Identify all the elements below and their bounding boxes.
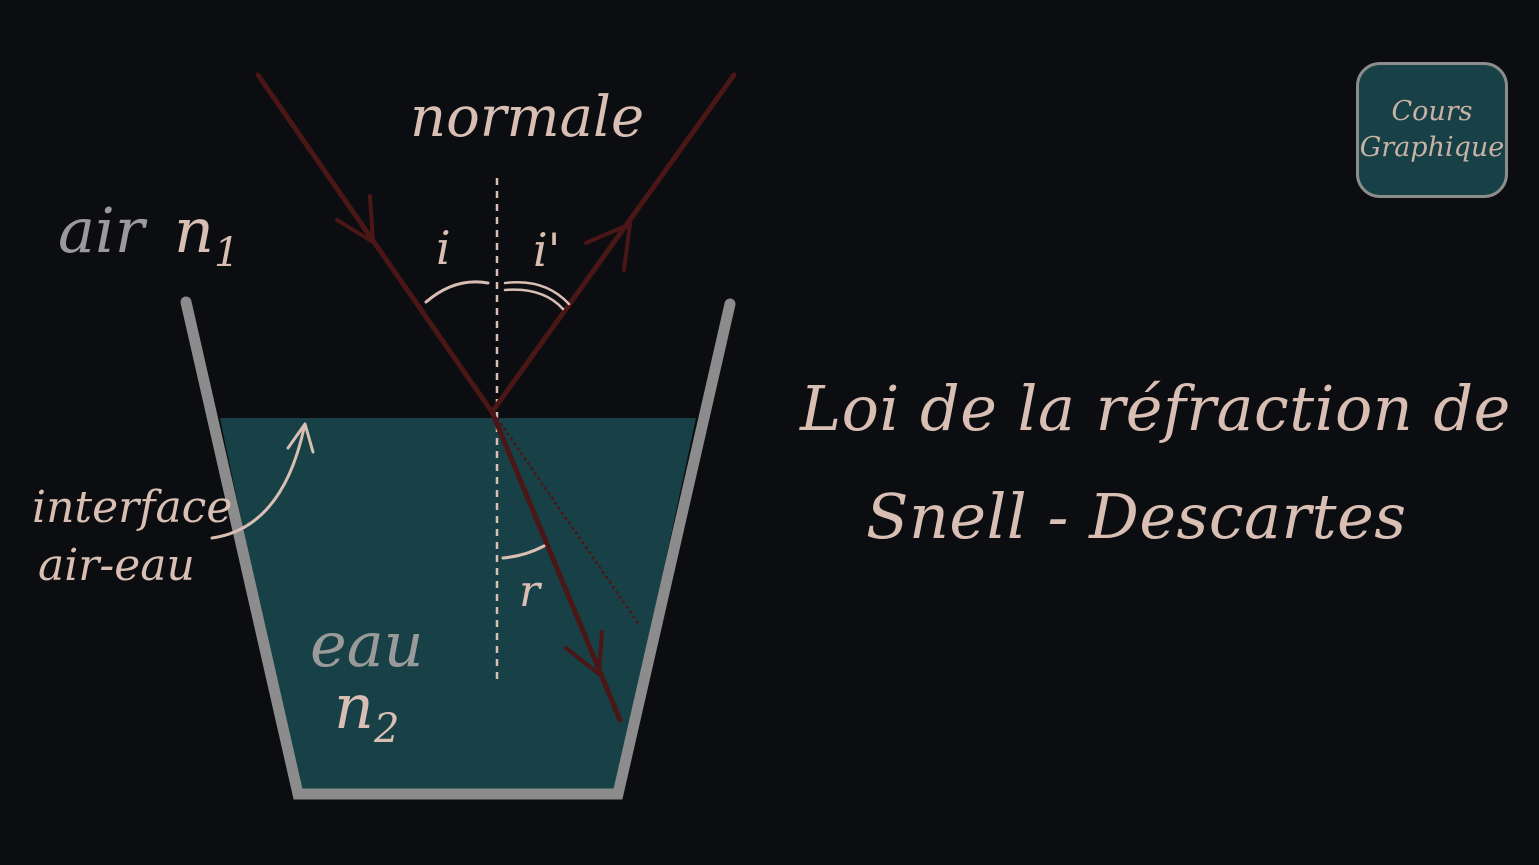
angle-arc-reflection-1 — [503, 281, 571, 306]
n1-subscript: 1 — [214, 230, 239, 276]
angle-refraction-label: r — [519, 566, 543, 617]
reflected-ray-arrow — [584, 222, 632, 272]
incident-ray — [255, 72, 495, 415]
undeviated-path-line — [495, 417, 642, 627]
angle-arc-refraction — [501, 544, 546, 560]
reflected-ray — [489, 72, 737, 415]
water-fill — [220, 418, 696, 792]
n1-label: n1 — [174, 194, 239, 276]
n2-subscript: 2 — [373, 706, 399, 752]
refracted-ray-arrow — [564, 630, 604, 676]
n1-base: n — [174, 194, 214, 267]
interface-pointer-arrowhead — [286, 422, 315, 454]
n2-label: n2 — [334, 670, 399, 752]
angle-incidence-label: i — [436, 221, 451, 275]
angle-arc-incidence — [424, 280, 490, 304]
normal-label: normale — [410, 85, 644, 150]
cours-graphique-logo: Cours Graphique — [1356, 62, 1508, 198]
angle-arc-reflection-2 — [503, 288, 565, 311]
n2-base: n — [334, 670, 374, 743]
logo-line-1: Cours — [1391, 96, 1473, 127]
air-label: air — [58, 194, 148, 267]
logo-line-2: Graphique — [1359, 132, 1505, 163]
interface-label-line1: interface — [32, 482, 232, 533]
interface-pointer-arrow — [210, 426, 306, 540]
title-line-1: Loi de la réfraction de — [800, 372, 1511, 445]
water-label: eau — [310, 608, 424, 681]
angle-reflection-label: i' — [533, 223, 560, 277]
glass-container — [180, 296, 736, 800]
incident-ray-arrow — [335, 194, 375, 244]
interface-label-line2: air-eau — [38, 540, 195, 591]
title-line-2: Snell - Descartes — [866, 480, 1407, 553]
